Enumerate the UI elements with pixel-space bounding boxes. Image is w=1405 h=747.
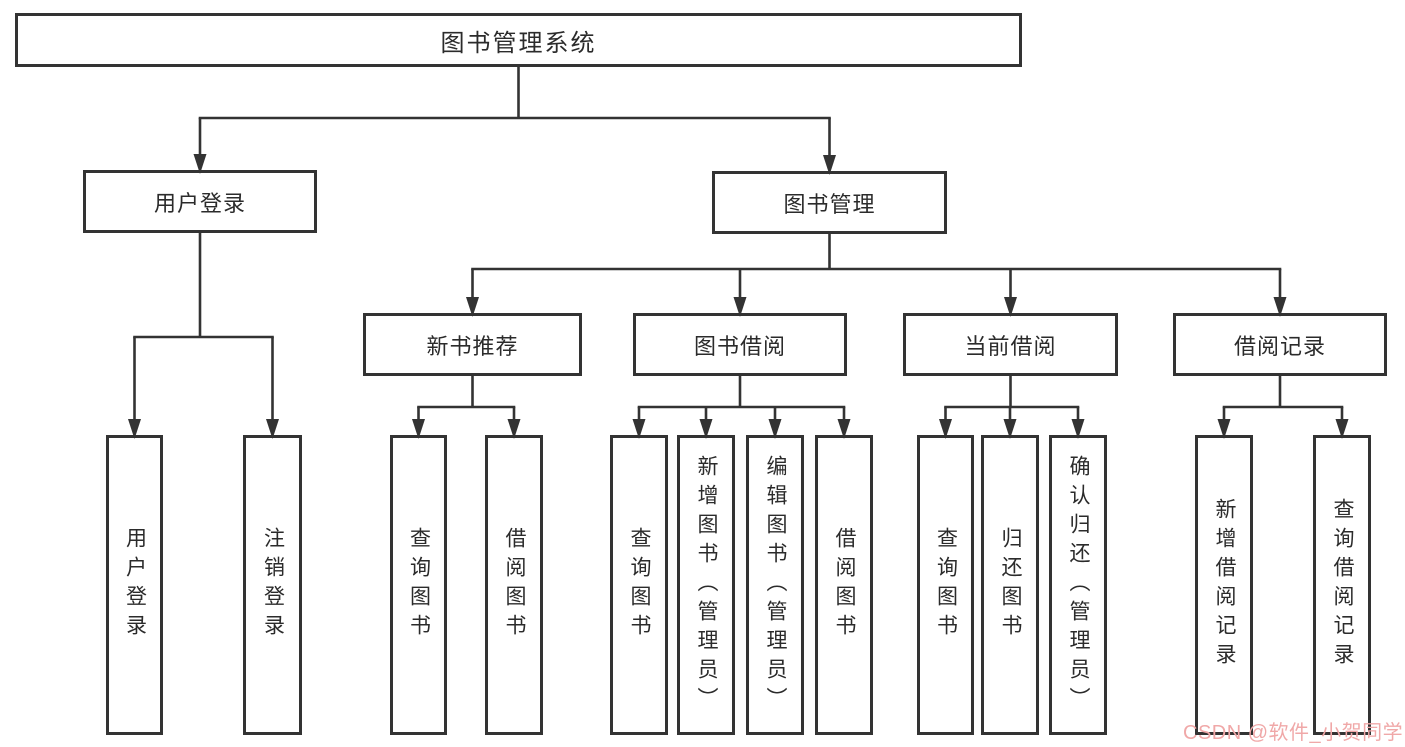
node-leaf-bb-add: 新增图书（管理员） [677, 435, 735, 735]
node-leaf-cb-query: 查询图书 [917, 435, 974, 735]
node-user-login: 用户登录 [83, 170, 317, 233]
node-leaf-user-login: 用户登录 [106, 435, 163, 735]
edge-book-borrow [632, 375, 851, 439]
node-leaf-br-add: 新增借阅记录 [1195, 435, 1253, 735]
node-borrow-record: 借阅记录 [1173, 313, 1387, 376]
node-book-mgmt: 图书管理 [712, 171, 947, 234]
node-leaf-cb-confirm: 确认归还（管理员） [1049, 435, 1107, 735]
node-new-book-rec: 新书推荐 [363, 313, 582, 376]
node-root: 图书管理系统 [15, 13, 1022, 67]
edge-new-book-rec [412, 375, 521, 439]
node-leaf-nbr-borrow: 借阅图书 [485, 435, 543, 735]
node-leaf-bb-query: 查询图书 [610, 435, 668, 735]
edge-borrow-record [1217, 375, 1349, 439]
node-leaf-nbr-query: 查询图书 [390, 435, 447, 735]
node-leaf-cb-return: 归还图书 [981, 435, 1039, 735]
edge-book-mgmt [466, 233, 1287, 317]
node-leaf-bb-edit: 编辑图书（管理员） [746, 435, 804, 735]
node-leaf-logout: 注销登录 [243, 435, 302, 735]
edge-root [193, 66, 836, 175]
node-book-borrow: 图书借阅 [633, 313, 847, 376]
node-current-borrow: 当前借阅 [903, 313, 1118, 376]
node-leaf-bb-borrow: 借阅图书 [815, 435, 873, 735]
edge-current-borrow [939, 375, 1085, 439]
csdn-watermark: CSDN @软件_小贺同学 [1183, 722, 1404, 744]
edge-user-login [128, 232, 279, 439]
node-leaf-br-query: 查询借阅记录 [1313, 435, 1371, 735]
